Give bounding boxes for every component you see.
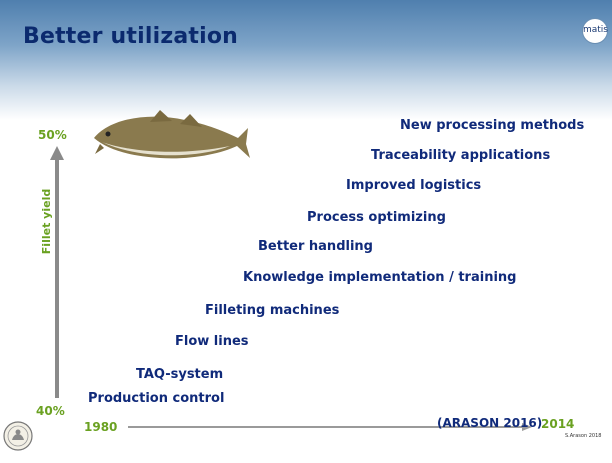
step-flow-lines: Flow lines [175, 334, 249, 349]
step-new-processing-methods: New processing methods [400, 118, 585, 133]
step-improved-logistics: Improved logistics [346, 178, 482, 193]
step-traceability-applications: Traceability applications [371, 148, 551, 163]
y-axis-bottom-label: 40% [36, 404, 65, 418]
y-axis-arrowhead [50, 146, 64, 160]
step-filleting-machines: Filleting machines [205, 303, 340, 318]
matis-logo: matis [582, 18, 608, 44]
x-axis-arrowhead [522, 423, 532, 431]
step-taq-system: TAQ-system [136, 367, 224, 382]
x-axis-end-label: 2014 [541, 417, 575, 431]
step-knowledge-implementation: Knowledge implementation / training [243, 270, 517, 285]
logo-text: matis [583, 25, 609, 35]
step-process-optimizing: Process optimizing [307, 210, 446, 225]
y-axis-top-label: 50% [38, 128, 67, 142]
slide-title: Better utilization [23, 24, 239, 49]
step-production-control: Production control [88, 391, 225, 406]
cod-fish-image [94, 110, 250, 159]
x-axis-start-label: 1980 [84, 420, 118, 434]
step-better-handling: Better handling [258, 239, 373, 254]
source-citation: (ARASON 2016) [437, 416, 543, 430]
university-seal-icon [3, 421, 33, 451]
author-credit: S.Arason 2018 [565, 433, 602, 439]
y-axis-title: Fillet yield [40, 188, 54, 255]
